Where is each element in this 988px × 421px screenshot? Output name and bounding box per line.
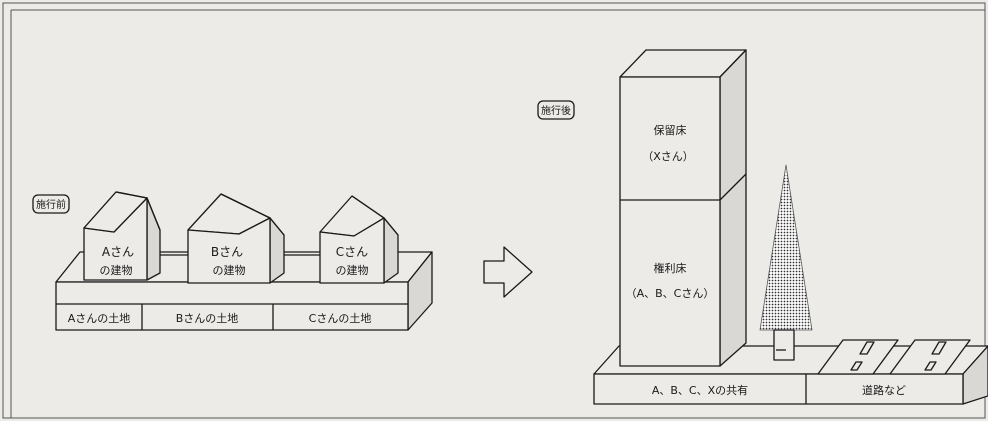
before-tag-box — [32, 194, 70, 214]
land-c-label: Cさんの土地 — [309, 312, 372, 325]
after-tag-box — [537, 100, 575, 120]
land-a-label: Aさんの土地 — [68, 312, 131, 325]
upper-floor-label: 保留床 — [654, 123, 687, 137]
building-c — [319, 195, 399, 284]
road-block-1 — [817, 339, 899, 375]
building-b-suffix: の建物 — [213, 263, 246, 277]
lower-floor-owner: （A、B、Cさん） — [626, 287, 715, 300]
tree — [759, 164, 813, 361]
after-tag: 施行後 — [541, 104, 571, 117]
building-a-suffix: の建物 — [100, 263, 133, 277]
shared-land-label: A、B、C、Xの共有 — [652, 383, 748, 397]
road-land-label: 道路など — [862, 383, 906, 397]
building-b — [187, 193, 285, 284]
building-b-name: Bさん — [211, 245, 243, 259]
tower — [619, 49, 747, 367]
building-a — [83, 191, 161, 281]
building-a-name: Aさん — [102, 245, 134, 259]
building-c-name: Cさん — [336, 245, 368, 259]
land-b-label: Bさんの土地 — [176, 312, 239, 325]
after-section — [537, 49, 988, 405]
transition-arrow — [483, 246, 533, 298]
before-tag: 施行前 — [36, 198, 66, 211]
road-block-2 — [889, 339, 971, 375]
building-c-suffix: の建物 — [336, 263, 369, 277]
lower-floor-label: 権利床 — [654, 261, 687, 275]
upper-floor-owner: （Xさん） — [642, 150, 694, 163]
before-section — [32, 191, 433, 331]
